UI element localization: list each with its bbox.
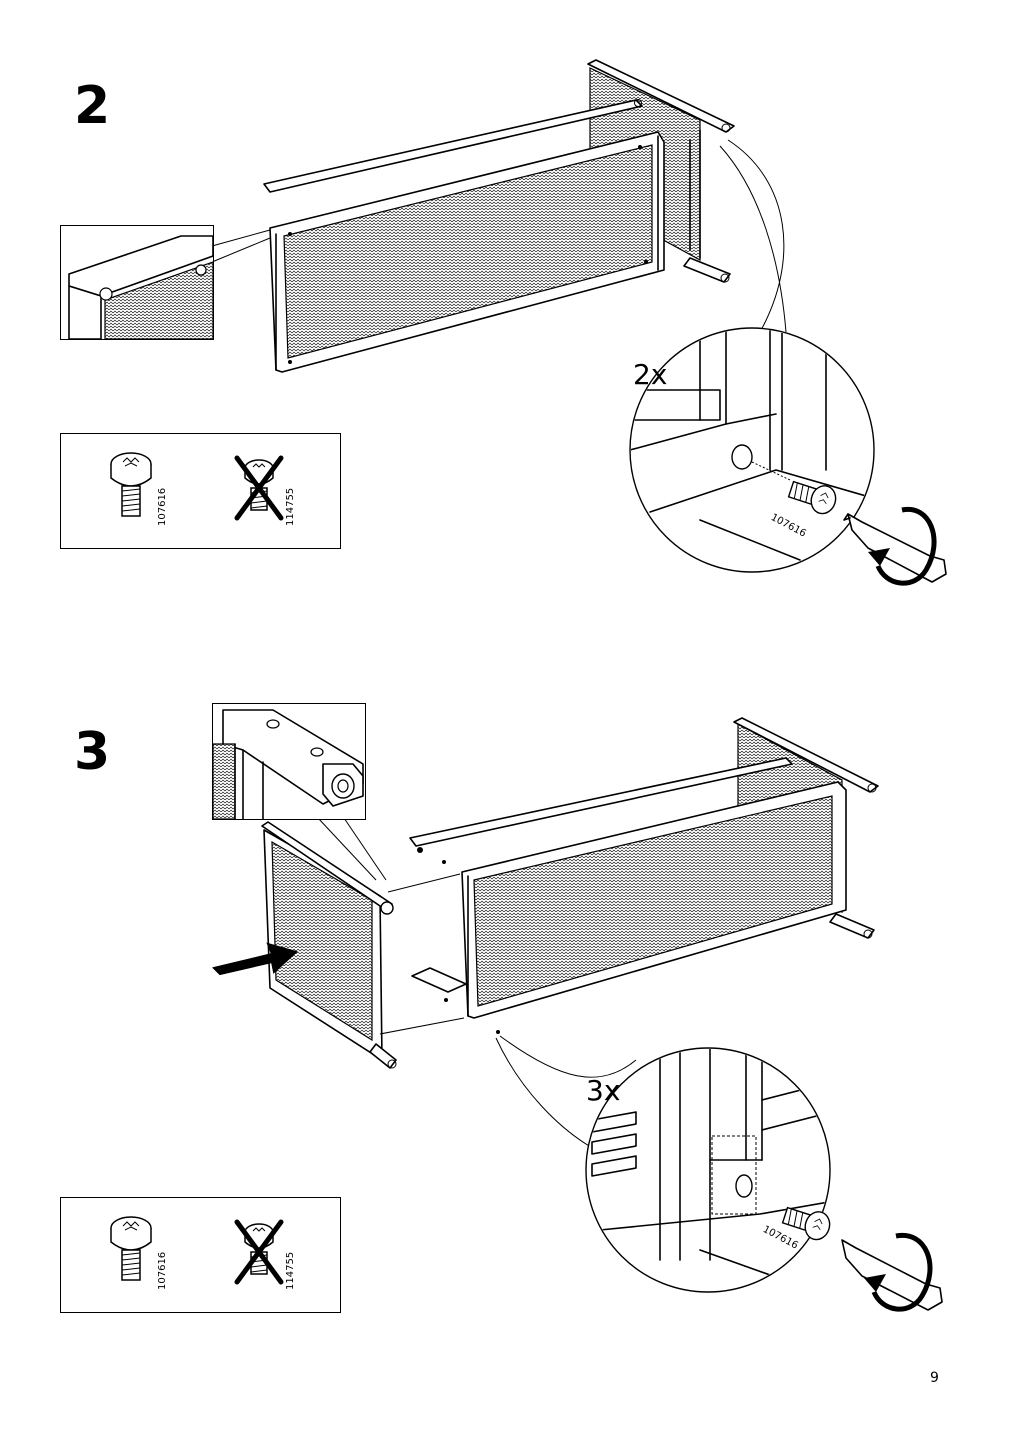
step-2-detail-inset (60, 225, 214, 340)
step-3-correct-screw-label: 107616 (157, 1251, 168, 1290)
step-3-quantity: 3x (586, 1074, 621, 1107)
step-2-quantity: 2x (633, 358, 668, 391)
step-2-number: 2 (74, 76, 111, 136)
step-2-hardware-box: 107616 114755 (60, 433, 341, 549)
step-3-wrong-screw-label: 114755 (285, 1251, 296, 1290)
step-3-detail-inset (212, 703, 366, 820)
page-number: 9 (930, 1370, 939, 1386)
step-3-hardware-box: 107616 114755 (60, 1197, 341, 1313)
step-3-number: 3 (74, 722, 111, 782)
step-2-frame-illustration (211, 59, 947, 586)
